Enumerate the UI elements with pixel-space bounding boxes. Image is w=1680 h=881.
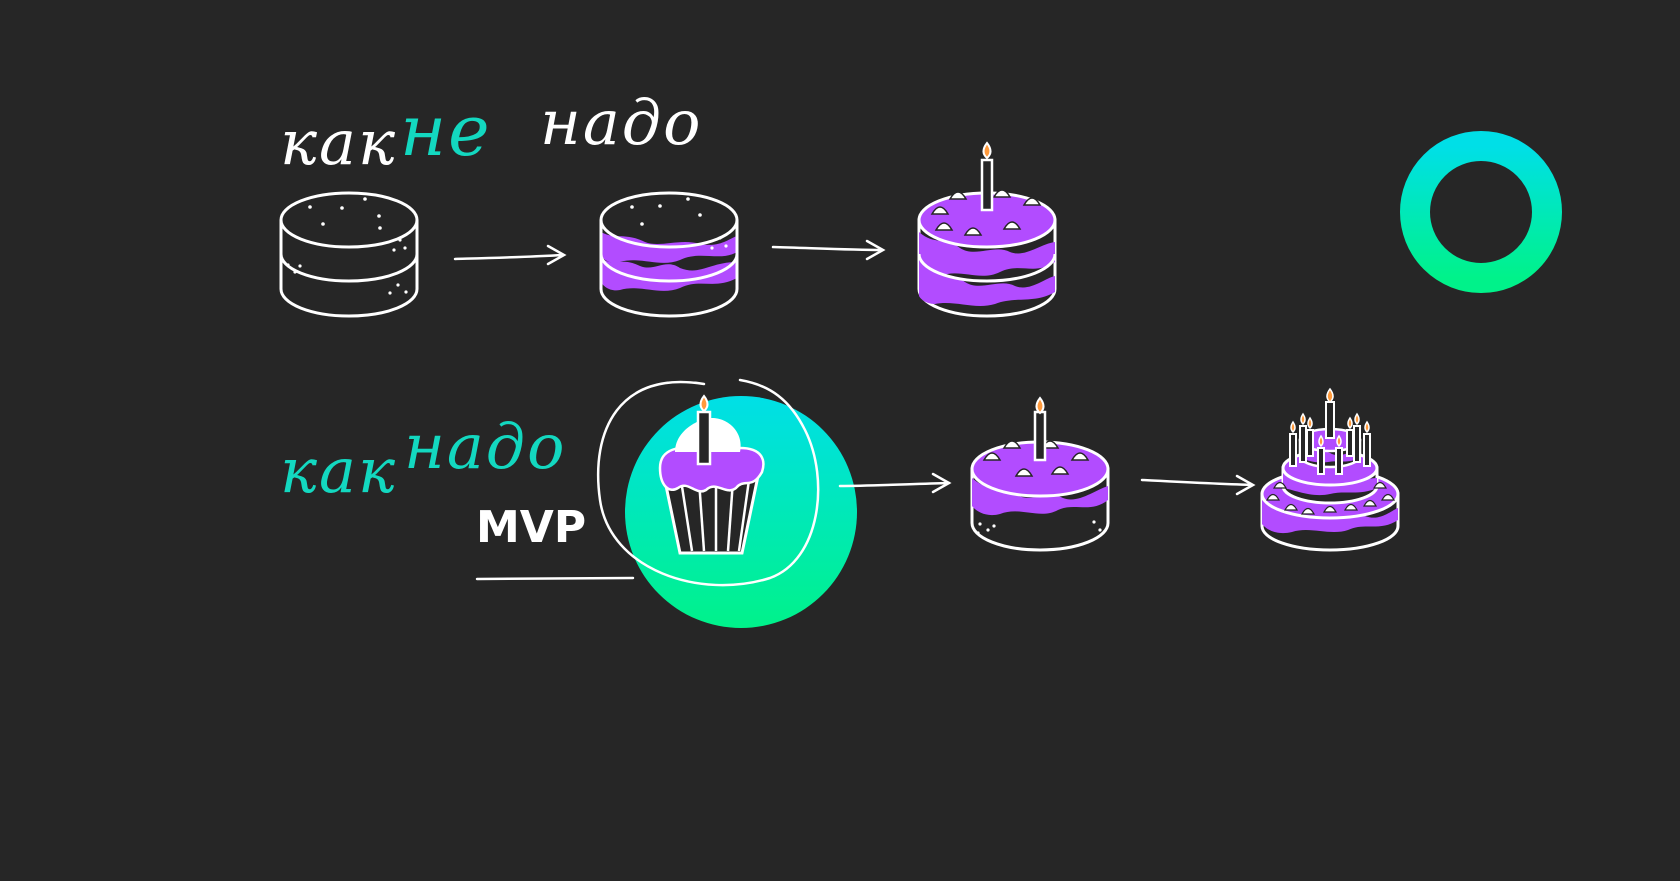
mvp-label: MVP [476,502,587,553]
heading-part-kak: как [280,106,398,179]
layered-cake-icon [599,191,739,318]
cupcake-icon [658,394,765,555]
gradient-ring-icon [1400,131,1562,293]
arrow-right-icon [771,239,886,261]
plain-cake-layers-icon [279,191,419,318]
heading-part-nado-2: надо [404,410,567,483]
heading-part-ne: не [400,90,492,172]
arrow-right-icon [838,472,952,494]
small-cake-candle-icon [970,396,1110,552]
heading-part-nado: надо [540,86,703,159]
hand-drawn-loop-icon [596,378,820,587]
mvp-underline [475,576,635,581]
decorated-cake-candle-icon [917,141,1057,318]
arrow-right-icon [1140,474,1256,496]
heading-part-kak-2: как [280,434,398,507]
arrow-right-icon [453,244,567,266]
tiered-cake-candles-icon [1260,387,1400,552]
